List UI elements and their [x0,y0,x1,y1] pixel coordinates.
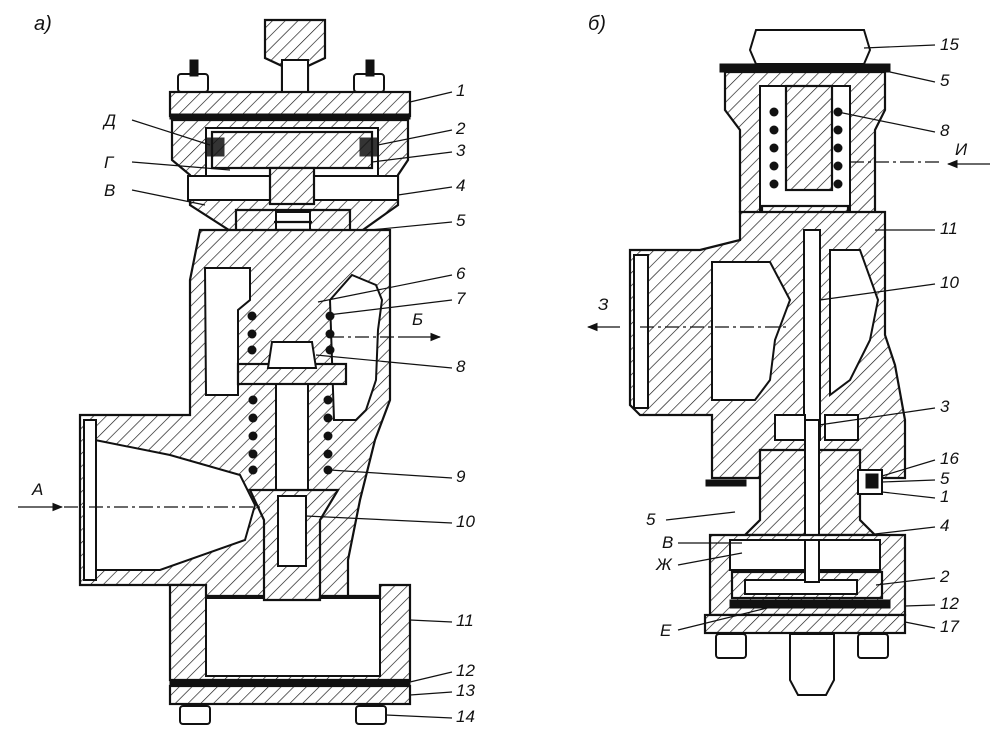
callout-12: 12 [456,661,475,680]
flow-a-label: А [31,480,43,499]
callout-b-5-left: 5 [646,510,656,529]
cover-plate [168,90,412,120]
view-b-callouts: 15 5 8 11 10 3 16 5 1 4 2 12 17 5 В Ж Е … [598,35,968,640]
callout-b-1: 1 [940,487,949,506]
letter-b-zh: Ж [655,555,673,574]
callout-6: 6 [456,264,466,283]
spring-housing [723,70,887,232]
callout-b-17: 17 [940,617,959,636]
base-plate [703,613,907,696]
flow-z-label: З [598,295,609,314]
view-b: б) [586,13,990,696]
callout-b-3: 3 [940,397,950,416]
callout-4: 4 [456,176,465,195]
callout-7: 7 [456,289,466,308]
main-body [78,228,392,602]
callout-b-5-mid: 5 [940,469,950,488]
callout-1: 1 [456,81,465,100]
callout-b-5-top: 5 [940,71,950,90]
view-b-title: б) [588,13,606,35]
callout-b-4: 4 [940,516,949,535]
letter-g: Г [104,153,115,172]
callout-b-16: 16 [940,449,959,468]
seal-ring-left [205,137,225,157]
callout-10: 10 [456,512,475,531]
inlet-port [83,419,97,581]
bottom-housing [168,583,412,682]
callout-b-8: 8 [940,121,950,140]
callout-2: 2 [455,119,466,138]
view-a-callouts: 1 2 3 4 5 6 7 8 9 10 11 12 13 14 Д Г В А… [31,81,475,726]
letter-b-v: В [662,533,673,552]
callout-14: 14 [456,707,475,726]
callout-b-11: 11 [940,219,958,238]
lower-valve-part [705,419,883,541]
outlet-port [633,254,649,409]
membrane-piston [205,130,379,206]
view-a-title: а) [34,13,52,35]
letter-b-e: Е [660,621,672,640]
callout-3: 3 [456,141,466,160]
main-body-b [628,210,907,480]
callout-5: 5 [456,211,466,230]
cap-nut [719,29,891,73]
callout-11: 11 [456,611,474,630]
lower-spring [248,395,333,475]
view-a-leaders [131,91,453,719]
valve-stem [248,379,340,602]
callout-b-15: 15 [940,35,959,54]
bottom-plate [168,679,412,725]
upper-spring [247,311,335,355]
view-a: а) [18,13,475,726]
callout-9: 9 [456,467,466,486]
callout-b-2: 2 [939,567,950,586]
callout-13: 13 [456,681,475,700]
valve-disk [236,341,348,386]
callout-b-10: 10 [940,273,959,292]
seal-ring-right [359,137,379,157]
top-adjust-screw [263,18,327,111]
letter-d: Д [102,111,116,130]
view-b-leaders [665,44,936,631]
letter-v: В [104,181,115,200]
flow-b-label: Б [412,310,423,329]
membrane-housing [708,533,907,617]
callout-b-12: 12 [940,594,959,613]
flow-i-label: И [955,140,968,159]
callout-8: 8 [456,357,466,376]
